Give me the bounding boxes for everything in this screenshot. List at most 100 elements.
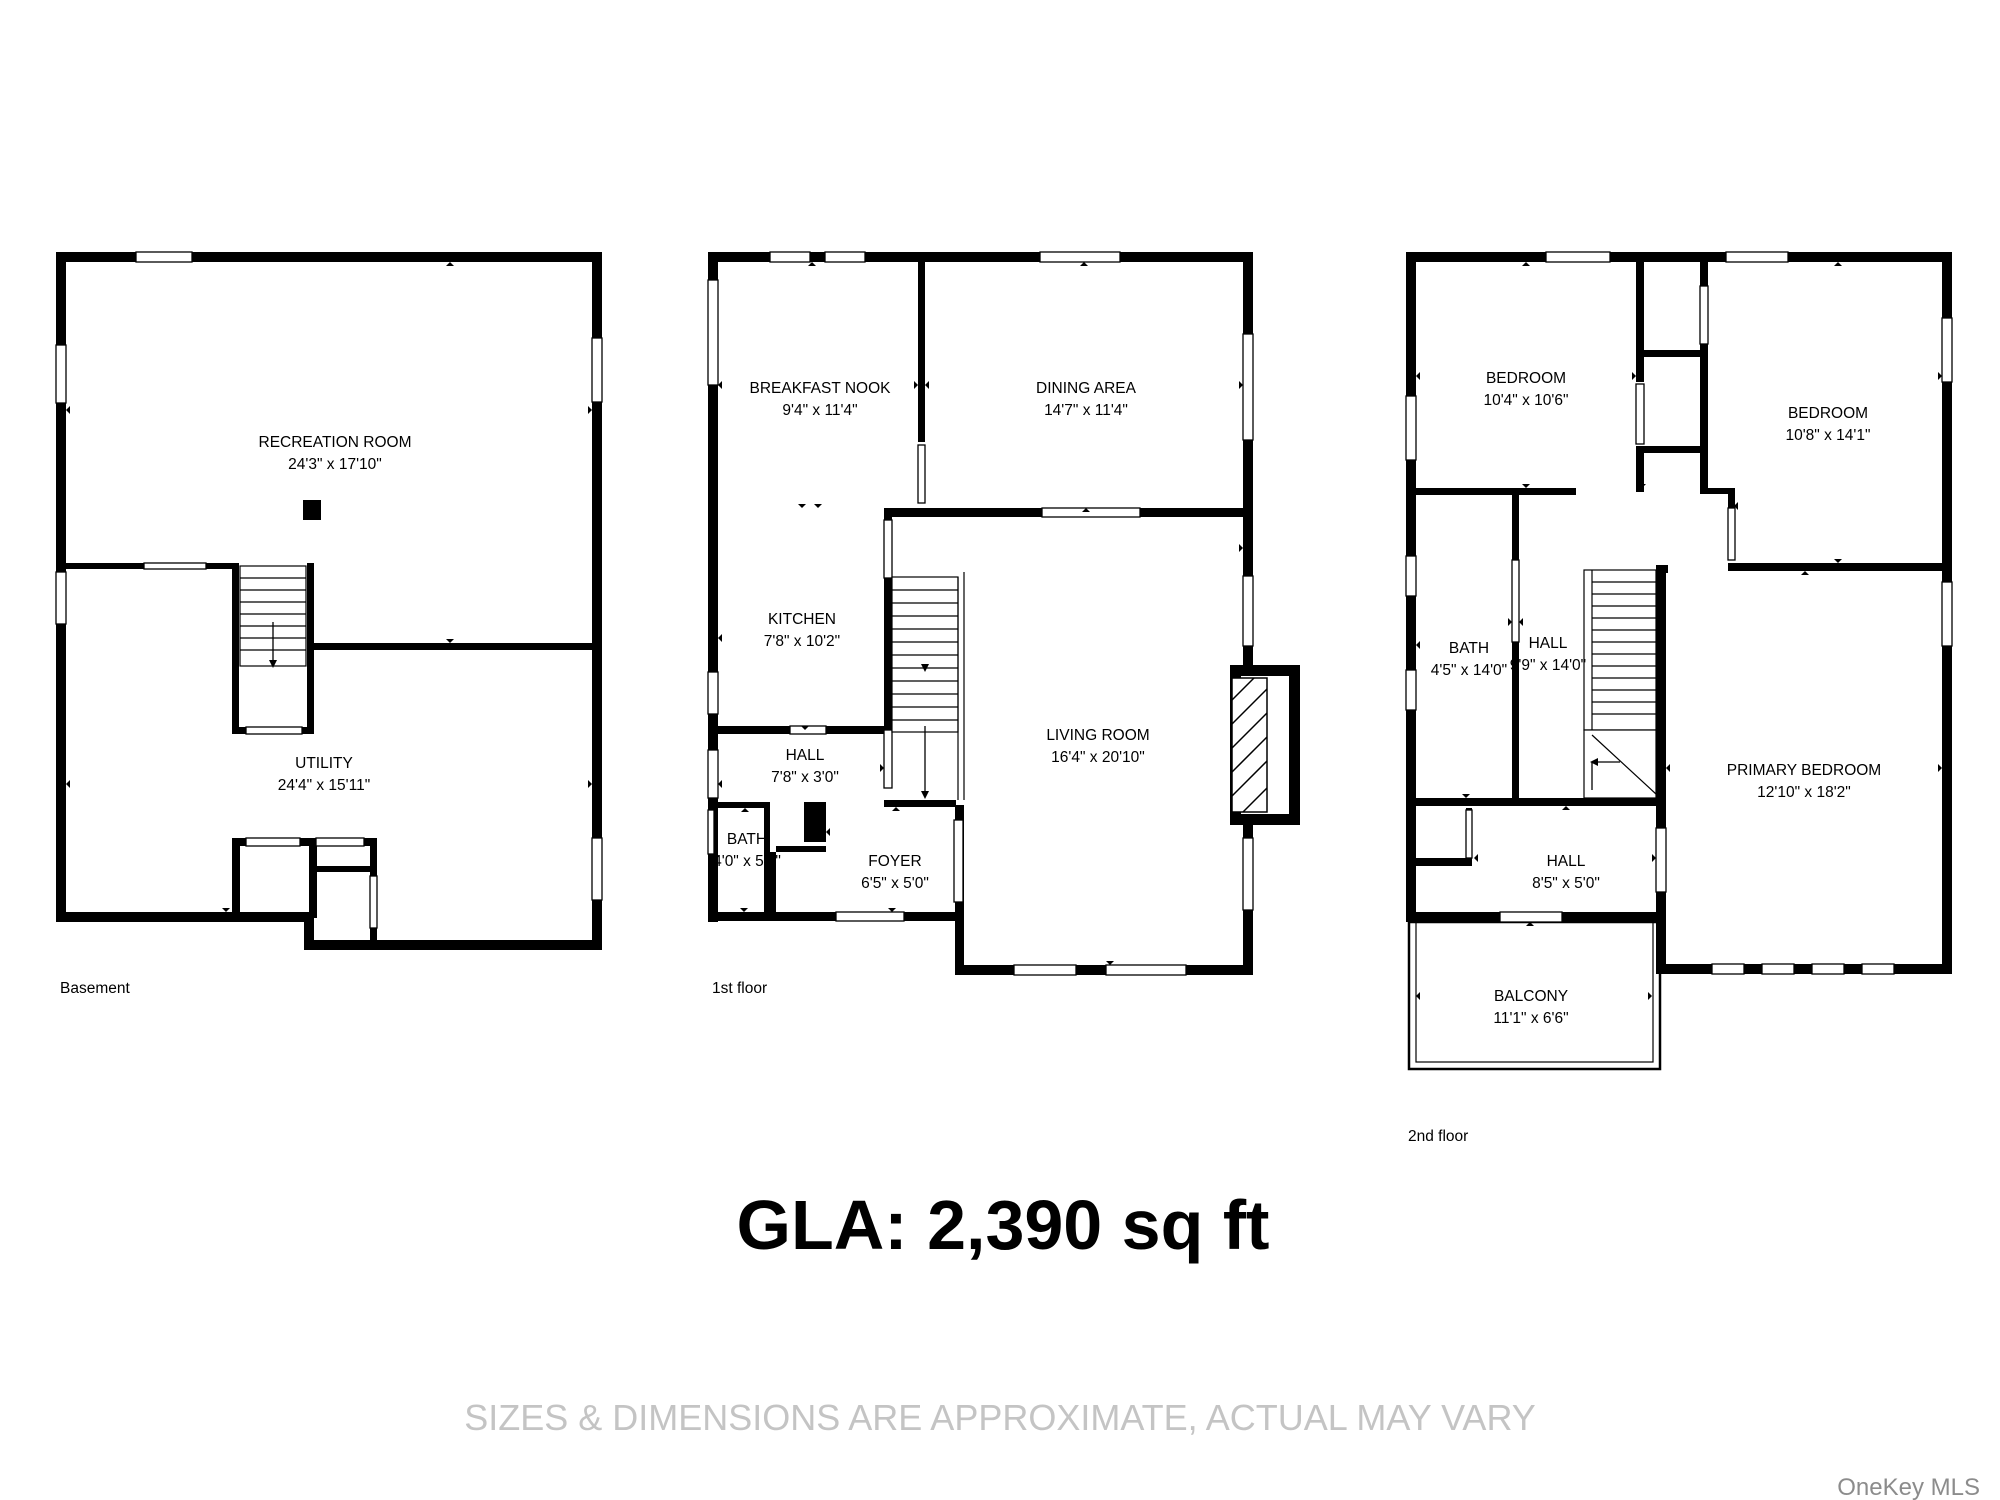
window [707, 279, 719, 386]
window [1405, 669, 1417, 711]
window [1465, 809, 1473, 859]
wall [1416, 798, 1656, 806]
stairs [891, 572, 965, 800]
room-name: HALL [786, 747, 825, 764]
wall [1656, 565, 1666, 974]
window [591, 837, 603, 901]
first-floor-plan: BREAKFAST NOOK 9'4" x 11'4" DINING AREA … [707, 251, 1300, 997]
wall [1636, 446, 1644, 492]
room-dims: 8'5" x 5'0" [1532, 875, 1600, 892]
wall [304, 940, 602, 950]
room-dims: 9'4" x 11'4" [782, 402, 857, 419]
room-dims: 24'4" x 15'11" [278, 777, 370, 794]
room-dims: 9'9" x 14'0" [1510, 657, 1586, 674]
window [917, 444, 926, 504]
wall [309, 838, 317, 918]
window [1727, 507, 1736, 561]
wall [1636, 262, 1644, 382]
wall [955, 965, 1253, 975]
disclaimer: SIZES & DIMENSIONS ARE APPROXIMATE, ACTU… [464, 1397, 1536, 1438]
room-name: DINING AREA [1036, 380, 1137, 397]
window [1013, 964, 1077, 976]
floor-label: Basement [60, 980, 130, 997]
gla-total: GLA: 2,390 sq ft [737, 1186, 1270, 1264]
wall [312, 643, 594, 650]
window [1499, 911, 1563, 923]
wall [708, 252, 718, 922]
room-dims: 24'3" x 17'10" [288, 456, 382, 473]
room-dims: 14'7" x 11'4" [1044, 402, 1128, 419]
room-name: BREAKFAST NOOK [750, 380, 892, 397]
window [707, 671, 719, 715]
wall [1728, 563, 1952, 571]
wall [232, 838, 240, 918]
window [1699, 285, 1709, 345]
window [1041, 507, 1141, 518]
window [1242, 575, 1254, 647]
window [1941, 581, 1953, 647]
wall [1656, 964, 1952, 974]
wall [1700, 350, 1708, 492]
window [883, 729, 893, 789]
window [315, 837, 365, 847]
window [369, 875, 378, 929]
room-name: BATH [727, 831, 767, 848]
window [883, 519, 893, 579]
window [835, 911, 905, 922]
window [707, 749, 719, 799]
wall [918, 262, 925, 442]
column [303, 500, 321, 520]
room-name: HALL [1547, 853, 1586, 870]
window [1941, 317, 1953, 383]
window [1105, 964, 1187, 976]
room-dims: 7'8" x 10'2" [764, 633, 840, 650]
room-name: BEDROOM [1788, 405, 1868, 422]
room-name: PRIMARY BEDROOM [1727, 762, 1881, 779]
window [1861, 963, 1895, 975]
floor-label: 1st floor [712, 980, 767, 997]
wall [1644, 446, 1706, 453]
floor-label: 2nd floor [1408, 1128, 1468, 1145]
wall [764, 802, 770, 912]
wall [232, 563, 239, 733]
window [769, 251, 811, 263]
brand-watermark: OneKey MLS [1837, 1474, 1980, 1500]
window [707, 809, 715, 855]
window [953, 819, 964, 903]
room-name: LIVING ROOM [1046, 727, 1149, 744]
fireplace-hatch [1231, 677, 1268, 813]
wall [884, 508, 892, 788]
basement-plan: RECREATION ROOM 24'3" x 17'10" UTILITY 2… [55, 251, 603, 997]
wall [804, 802, 826, 842]
room-dims: 7'8" x 3'0" [771, 769, 839, 786]
wall [708, 252, 1253, 262]
window [1405, 395, 1417, 461]
wall [1644, 350, 1706, 357]
room-name: FOYER [868, 853, 921, 870]
wall [718, 802, 764, 808]
window [1711, 963, 1745, 975]
room-dims: 10'8" x 14'1" [1785, 427, 1870, 444]
room-name: HALL [1529, 635, 1568, 652]
room-dims: 12'10" x 18'2" [1757, 784, 1851, 801]
window [789, 725, 827, 735]
window [1405, 555, 1417, 597]
wall [776, 846, 826, 852]
window [55, 571, 67, 625]
room-name: KITCHEN [768, 611, 836, 628]
wall [708, 912, 960, 921]
window [824, 251, 866, 263]
window [1725, 251, 1789, 263]
wall [56, 912, 308, 922]
window [1242, 333, 1254, 441]
wall [1416, 488, 1576, 495]
wall [770, 852, 776, 912]
window [245, 837, 301, 847]
stairs [1583, 569, 1657, 799]
wall [309, 866, 376, 872]
window [1545, 251, 1611, 263]
wall [592, 252, 602, 950]
window [1635, 383, 1645, 445]
room-dims: 6'5" x 5'0" [861, 875, 929, 892]
